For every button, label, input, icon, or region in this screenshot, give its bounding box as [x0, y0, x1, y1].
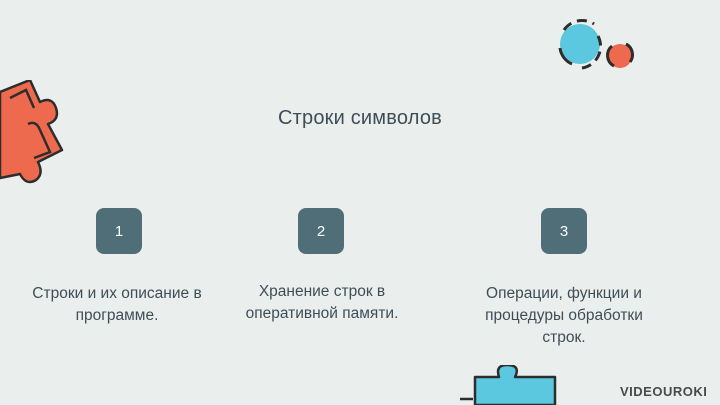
- circles-decoration: [558, 19, 634, 70]
- step-number-badge: 1: [96, 208, 142, 254]
- step-number-badge: 2: [298, 208, 344, 254]
- step-description: Строки и их описание в программе.: [32, 285, 202, 324]
- puzzle-piece-cyan-decoration: [460, 365, 557, 405]
- slide-title: Строки символов: [278, 107, 442, 129]
- videouroki-logo: VIDEOUROKI: [620, 384, 708, 399]
- step-number-badge: 3: [541, 208, 587, 254]
- puzzle-piece-orange-decoration: [0, 80, 64, 184]
- step-description: Хранение строк в оперативной памяти.: [245, 283, 399, 322]
- step-description: Операции, функции и процедуры обработки …: [485, 285, 643, 346]
